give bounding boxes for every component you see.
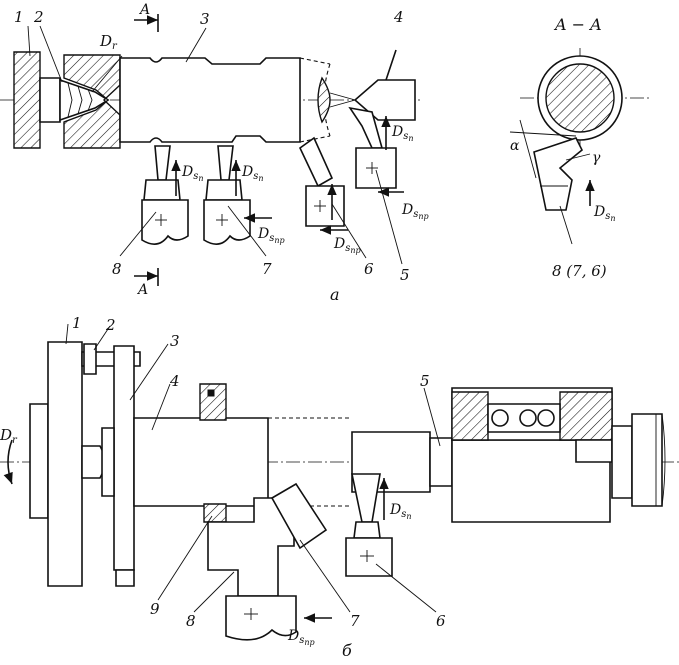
view-a <box>0 14 420 286</box>
label-ds-p-b: Dsп <box>389 502 412 521</box>
label-a-1: 1 <box>14 8 24 26</box>
label-b-9: 9 <box>150 600 160 618</box>
tool-6-b <box>351 473 381 523</box>
alpha-label: α <box>510 138 520 154</box>
label-b-5: 5 <box>420 372 430 390</box>
label-b-6: 6 <box>436 612 446 630</box>
label-ds-pr-5: Dsпр <box>401 202 429 221</box>
label-a-6: 6 <box>364 260 374 278</box>
label-b-3: 3 <box>170 332 180 350</box>
label-ds-p-section: Dsп <box>593 204 616 223</box>
label-a-4: 4 <box>393 8 404 26</box>
label-a-7: 7 <box>262 260 272 278</box>
label-b-4: 4 <box>169 372 180 390</box>
label-dr: Dr <box>99 32 118 52</box>
driving-plate <box>113 345 135 571</box>
label-b-1: 1 <box>72 314 82 332</box>
label-ds-p-7: Dsп <box>241 164 264 183</box>
view-b-caption: б <box>342 641 352 660</box>
label-b-2: 2 <box>105 316 116 334</box>
workpiece-a <box>119 57 301 143</box>
tool-8-b <box>207 497 295 597</box>
label-a-8: 8 <box>112 260 122 278</box>
tool-8 <box>154 145 171 181</box>
section-a-a: A − A α γ Dsп 8 (7, 6) <box>509 15 652 280</box>
section-mark-bottom: A <box>136 282 148 298</box>
gamma-label: γ <box>592 150 601 166</box>
view-b-labels: 1 2 3 4 5 6 7 8 9 б Dr Dsп Dsпр <box>0 314 446 660</box>
tailstock-center <box>353 79 416 121</box>
view-a-caption: а <box>330 285 340 304</box>
label-a-2: 2 <box>33 8 44 26</box>
label-ds-p-5: Dsп <box>391 124 414 143</box>
spindle-flange <box>13 51 41 149</box>
label-ds-p-8: Dsп <box>181 164 204 183</box>
view-b <box>0 323 679 641</box>
label-ds-pr-b: Dsпр <box>287 628 315 647</box>
label-dr-b: Dr <box>0 426 18 446</box>
driver-center <box>59 78 110 122</box>
tool-6 <box>298 136 334 188</box>
section-title: A − A <box>553 15 602 34</box>
section-mark-top: A <box>138 2 150 18</box>
tool-7 <box>217 145 234 181</box>
label-a-5: 5 <box>400 266 410 284</box>
faceplate <box>47 341 83 587</box>
label-ds-pr-6: Dsпр <box>333 236 361 255</box>
label-b-7: 7 <box>350 612 360 630</box>
workpiece-b <box>133 417 269 507</box>
section-tool <box>533 137 584 211</box>
tool-7-b <box>270 482 328 550</box>
label-ds-pr-7: Dsпр <box>257 226 285 245</box>
label-b-8: 8 <box>186 612 196 630</box>
label-a-3: 3 <box>200 10 210 28</box>
section-caption: 8 (7, 6) <box>552 262 607 280</box>
view-a-labels: 1 2 3 4 5 6 7 8 а A A Dr Dsп Dsп Dsпр Ds… <box>14 2 429 304</box>
